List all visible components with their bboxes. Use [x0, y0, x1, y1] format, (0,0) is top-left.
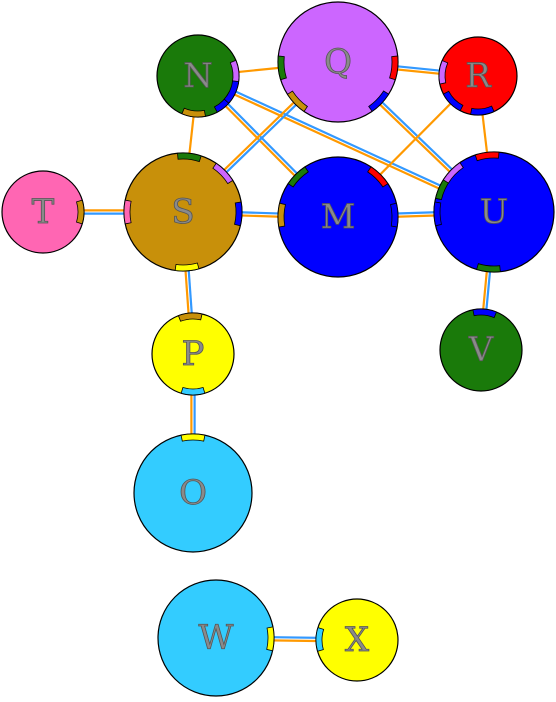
ports-layer — [76, 55, 501, 652]
port-r-u — [470, 105, 495, 116]
port-x-w — [315, 627, 325, 652]
port-r-m — [442, 90, 464, 112]
port-m-n — [287, 166, 309, 188]
port-q-n — [277, 55, 287, 81]
node-r[interactable]: R — [438, 36, 518, 116]
port-p-s — [177, 312, 203, 322]
port-r-q — [438, 60, 449, 85]
node-label: O — [179, 473, 207, 513]
port-m-u — [390, 202, 399, 228]
port-n-u — [223, 80, 240, 104]
node-n[interactable]: N — [156, 34, 240, 118]
node-u[interactable]: U — [433, 151, 555, 273]
port-u-r — [474, 151, 500, 162]
port-w-x — [266, 626, 275, 652]
node-label: V — [468, 330, 495, 370]
node-label: W — [199, 618, 234, 658]
node-w[interactable]: W — [157, 579, 275, 697]
port-s-q — [212, 162, 234, 185]
edges-layer — [43, 59, 497, 643]
port-s-t — [123, 199, 132, 225]
port-q-s — [286, 90, 308, 113]
node-label: T — [32, 192, 55, 232]
node-label: R — [465, 56, 492, 96]
port-q-r — [389, 55, 399, 81]
node-t[interactable]: T — [1, 170, 85, 254]
port-u-m — [433, 201, 442, 227]
node-label: U — [480, 192, 509, 232]
port-u-v — [476, 263, 501, 273]
port-s-n — [177, 152, 202, 163]
node-o[interactable]: O — [133, 433, 253, 553]
node-v[interactable]: V — [439, 308, 523, 392]
node-label: S — [171, 192, 194, 232]
node-x[interactable]: X — [315, 598, 399, 682]
port-n-s — [181, 107, 206, 118]
port-q-u — [368, 90, 390, 112]
port-m-s — [277, 202, 286, 228]
port-t-s — [76, 199, 85, 225]
port-p-o — [180, 387, 206, 396]
port-s-p — [174, 262, 200, 272]
port-s-m — [234, 201, 243, 227]
port-u-q — [442, 162, 464, 184]
node-m[interactable]: M — [277, 156, 399, 278]
port-o-p — [180, 433, 206, 442]
node-p[interactable]: P — [151, 312, 235, 396]
node-label: P — [182, 334, 205, 374]
node-label: Q — [324, 42, 352, 82]
node-label: N — [183, 56, 213, 96]
node-label: X — [345, 620, 370, 660]
port-v-u — [472, 308, 497, 319]
node-label: M — [321, 197, 356, 237]
port-m-r — [367, 166, 389, 188]
